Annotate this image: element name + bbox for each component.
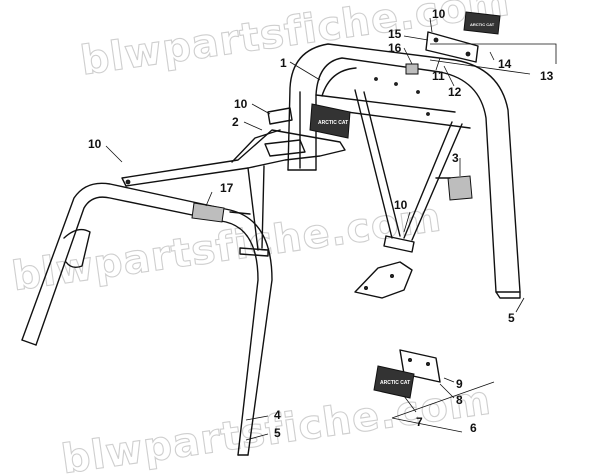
top-lamp-label: ARCTIC CAT: [470, 22, 495, 27]
callout-7: 7: [416, 415, 423, 429]
lower-light-assembly: ARCTIC CAT: [373, 349, 441, 399]
callout-12: 12: [448, 85, 462, 99]
callout-10-top: 10: [432, 7, 446, 21]
lower-lamp-label: ARCTIC CAT: [380, 380, 410, 386]
callout-labels: 1 2 3 4 5 5 6 7 8 9 10 10 10 10 11 12 13…: [88, 7, 554, 440]
front-roll-bar: [21, 182, 273, 456]
callout-14: 14: [498, 57, 512, 71]
callout-15: 15: [388, 27, 402, 41]
callout-5-front: 5: [274, 426, 281, 440]
callout-5-rear: 5: [508, 311, 515, 325]
lower-mount-bracket: [354, 261, 413, 299]
callout-17: 17: [220, 181, 234, 195]
top-light-assembly: ARCTIC CAT: [405, 11, 501, 75]
callout-10-left: 10: [88, 137, 102, 151]
group-brackets: [391, 43, 557, 433]
callout-9: 9: [456, 377, 463, 391]
leader-lines: [105, 17, 525, 441]
side-bracket: [435, 175, 473, 201]
callout-6: 6: [470, 421, 477, 435]
callout-4: 4: [274, 408, 281, 422]
center-lamp: ARCTIC CAT: [309, 103, 351, 139]
watermark-text-2: blwpartsfiche.com: [9, 194, 444, 300]
callout-1: 1: [280, 56, 287, 70]
watermark-text-1: blwpartsfiche.com: [78, 0, 513, 84]
callout-2: 2: [232, 115, 239, 129]
callout-8: 8: [456, 393, 463, 407]
callout-10-brace: 10: [394, 198, 408, 212]
callout-16: 16: [388, 41, 402, 55]
callout-3: 3: [452, 151, 459, 165]
plate-17: [191, 202, 225, 223]
callout-11: 11: [432, 69, 445, 83]
callout-13: 13: [540, 69, 554, 83]
callout-10-mid: 10: [234, 97, 248, 111]
rear-roll-bar: [287, 43, 521, 299]
center-lamp-label: ARCTIC CAT: [318, 120, 348, 126]
